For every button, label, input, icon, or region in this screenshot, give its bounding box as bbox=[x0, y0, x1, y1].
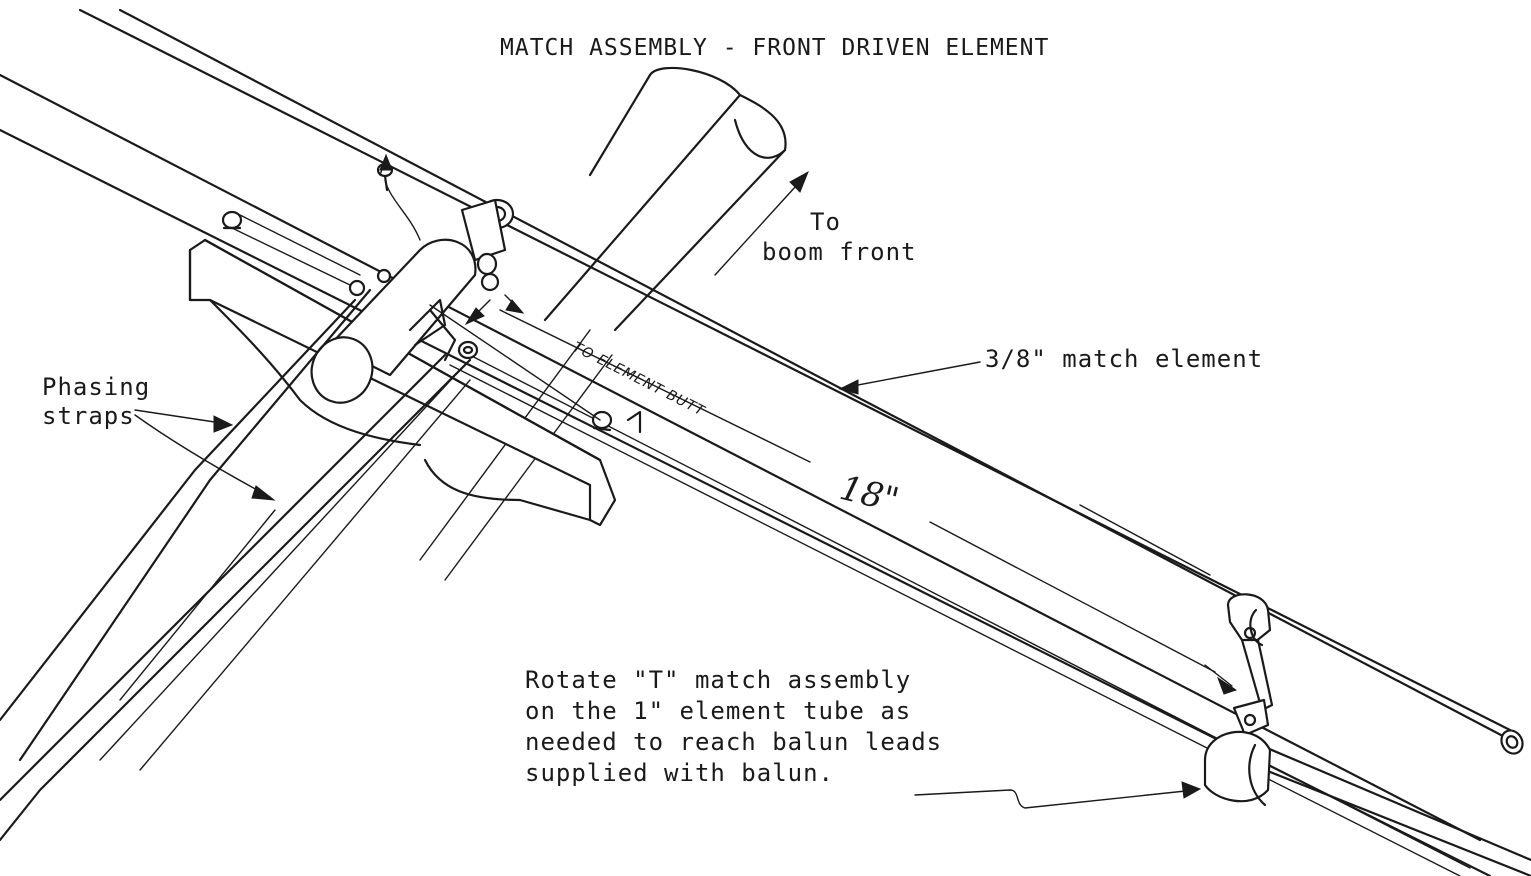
pointer-arrows bbox=[134, 153, 1238, 809]
note-line-4: supplied with balun. bbox=[525, 759, 834, 787]
boom-tube bbox=[419, 66, 787, 581]
match-clamp-bracket bbox=[1203, 593, 1274, 807]
dimension-lines bbox=[499, 309, 1216, 673]
lead-wires bbox=[231, 179, 601, 421]
boom-front-label-line1: To bbox=[810, 208, 841, 236]
boom-front-label-line2: boom front bbox=[762, 238, 917, 266]
phasing-straps bbox=[0, 288, 472, 842]
note-line-1: Rotate "T" match assembly bbox=[525, 666, 911, 694]
note-line-2: on the 1" element tube as bbox=[525, 697, 911, 725]
note-line-3: needed to reach balun leads bbox=[525, 728, 942, 756]
t-match-housing bbox=[310, 238, 477, 404]
wing-nut-screws bbox=[221, 162, 642, 434]
phasing-straps-label-line2: straps bbox=[42, 402, 135, 430]
match-element-label: 3/8" match element bbox=[985, 345, 1263, 373]
phasing-straps-label-line1: Phasing bbox=[42, 373, 150, 401]
diagram-title: MATCH ASSEMBLY - FRONT DRIVEN ELEMENT bbox=[500, 35, 1049, 61]
match-element-rod bbox=[78, 8, 1524, 755]
connector bbox=[460, 198, 515, 292]
